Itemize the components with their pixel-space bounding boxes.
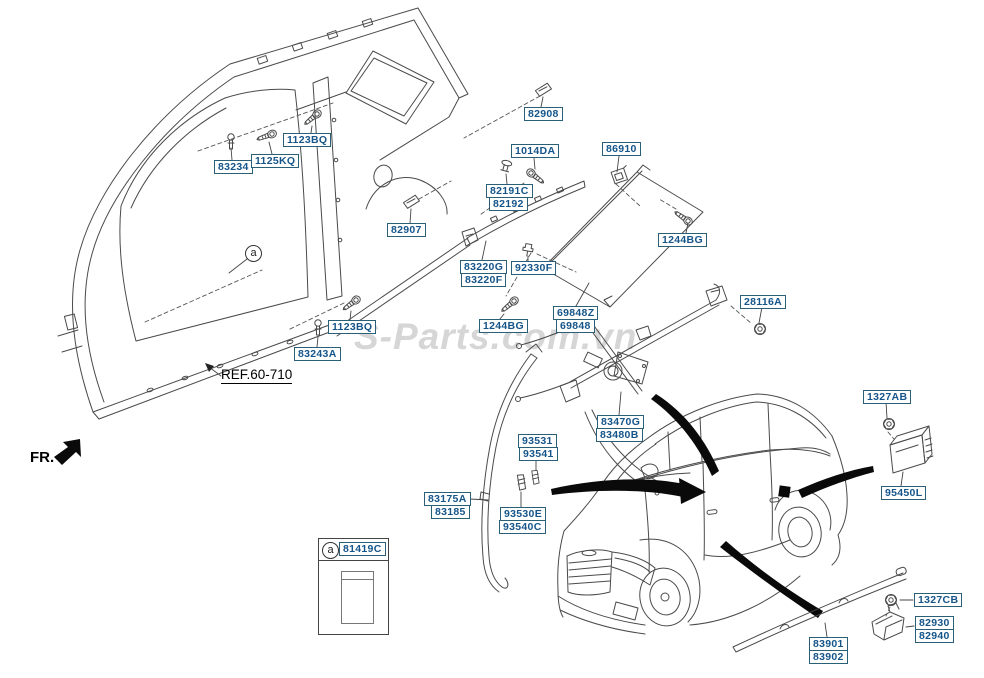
pointer-swoosh-strokes: [551, 394, 874, 618]
callout-83902: 83902: [809, 650, 848, 665]
fr-arrow-icon: [54, 439, 81, 465]
weatherstrip-art: [479, 343, 543, 593]
leader-lines: [205, 96, 915, 638]
callout-83243a: 83243A: [294, 347, 341, 362]
quarter-garnish-panel-art: [542, 164, 704, 308]
callout-82907: 82907: [387, 223, 426, 238]
window-regulator-art: [515, 283, 728, 403]
callout-82192: 82192: [489, 197, 528, 212]
callout-82930: 82930: [915, 616, 954, 631]
callout-81419c: 81419C: [339, 542, 386, 557]
callout-1123bq-bottom: 1123BQ: [328, 320, 377, 335]
callout-83220f: 83220F: [461, 273, 507, 288]
callout-83175a: 83175A: [424, 492, 471, 507]
construction-lines: [144, 95, 895, 617]
callout-1244bg-left: 1244BG: [479, 319, 528, 334]
callout-82908: 82908: [524, 107, 563, 122]
callout-93530e: 93530E: [500, 507, 547, 522]
callout-83234: 83234: [214, 160, 253, 175]
callout-93541: 93541: [519, 447, 558, 462]
end-piece-bracket-art: [871, 602, 905, 641]
rear-moulding-strip-art: [732, 566, 907, 653]
detail-part-sketch: [341, 571, 374, 624]
callout-1327cb: 1327CB: [914, 593, 963, 608]
view-marker-a: a: [245, 245, 262, 262]
control-module-art: [889, 425, 934, 474]
callout-86910: 86910: [602, 142, 641, 157]
callout-28116a: 28116A: [740, 295, 787, 310]
callout-95450l: 95450L: [881, 486, 927, 501]
callout-69848z: 69848Z: [553, 306, 599, 321]
callout-83220g: 83220G: [460, 260, 508, 275]
callout-1014da: 1014DA: [511, 144, 560, 159]
callout-82940: 82940: [915, 629, 954, 644]
callout-1327ab: 1327AB: [863, 390, 912, 405]
callout-83470g: 83470G: [597, 415, 645, 430]
callout-93540c: 93540C: [499, 520, 546, 535]
detail-inset-box: a 81419C: [318, 538, 389, 635]
reference-label: REF.60-710: [221, 367, 293, 384]
callout-83901: 83901: [809, 637, 848, 652]
detail-marker-a: a: [322, 542, 339, 559]
callout-83185: 83185: [431, 505, 470, 520]
detail-inset-header: a 81419C: [319, 539, 388, 561]
callout-1123bq-top: 1123BQ: [283, 133, 332, 148]
callout-82191c: 82191C: [486, 184, 533, 199]
fr-direction-label: FR.: [30, 449, 55, 466]
callout-1244bg-right: 1244BG: [658, 233, 707, 248]
callout-1125kq: 1125KQ: [251, 154, 300, 169]
callout-92330f: 92330F: [511, 261, 557, 276]
fastener-glyphs: [227, 82, 897, 606]
callout-83480b: 83480B: [596, 428, 643, 443]
callout-69848: 69848: [556, 319, 595, 334]
body-side-panel-art: [57, 7, 471, 420]
callout-93531: 93531: [518, 434, 557, 449]
